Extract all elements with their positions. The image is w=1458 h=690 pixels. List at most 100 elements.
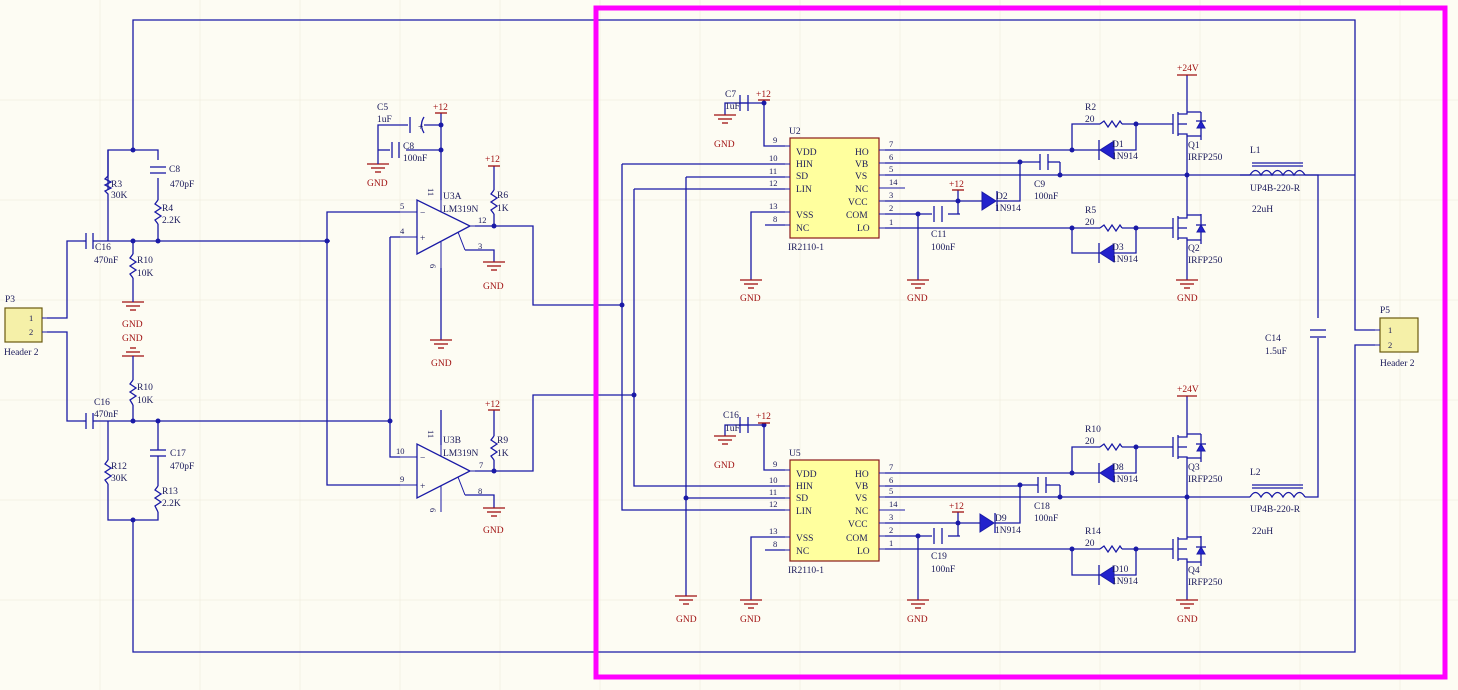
resistor-r5[interactable]: R5 20 xyxy=(1085,206,1123,233)
power-symbols: +12 +12 +12 +12 +12 +12 +12 +24V +24V xyxy=(433,64,1199,513)
u2-pin-vss: VSS xyxy=(796,211,813,221)
selection-highlight xyxy=(593,5,1448,680)
mosfet-q2[interactable]: Q2 IRFP250 xyxy=(1170,214,1223,266)
resistor-r3[interactable]: R3 30K xyxy=(103,150,128,201)
diode-d2[interactable]: D2 1N914 xyxy=(980,191,1021,214)
capacitor-c19[interactable]: C19 100nF xyxy=(931,528,955,575)
connector-p5[interactable]: P5 1 2 Header 2 xyxy=(1375,306,1419,369)
p12-label: +12 xyxy=(433,103,448,113)
c8-value: 100nF xyxy=(403,154,427,164)
d2-part: 1N914 xyxy=(995,204,1021,214)
d10-ref: D10 xyxy=(1112,565,1129,575)
capacitor-c11[interactable]: C11 100nF xyxy=(931,206,955,253)
capacitor-c16a[interactable]: C16 470nF xyxy=(83,233,118,266)
u2-left-pins: VDD HIN SD LIN VSS NC 9 10 11 12 13 8 xyxy=(769,135,817,234)
c14-ref: C14 xyxy=(1265,334,1281,344)
r10a-value: 10K xyxy=(137,269,154,279)
capacitor-c16b[interactable]: C16 470nF xyxy=(83,398,118,429)
comparator-u3a[interactable]: − + 5 4 12 3 11 6 U3A LM319N xyxy=(400,188,487,268)
resistor-r12[interactable]: R12 30K xyxy=(103,459,128,485)
connector-p3[interactable]: P3 1 2 Header 2 xyxy=(4,295,47,358)
u5-part: IR2110-1 xyxy=(788,566,824,576)
resistor-r9[interactable]: R9 1K xyxy=(489,435,509,461)
u2-pin-nc-left: NC xyxy=(796,224,809,234)
c17-ref: C17 xyxy=(170,449,186,459)
c8top-ref: C8 xyxy=(169,165,180,175)
resistor-r10b[interactable]: R10 10K xyxy=(128,379,154,406)
u2-pinnum-5: 5 xyxy=(889,164,893,174)
p5-pin2: 2 xyxy=(1388,340,1392,350)
diode-d1[interactable]: D1 1N914 xyxy=(1098,140,1138,162)
diode-d9[interactable]: D9 1N914 xyxy=(978,513,1021,536)
c16b-ref: C16 xyxy=(94,398,110,408)
resistor-r10c[interactable]: R10 20 xyxy=(1085,425,1123,452)
capacitor-c8-100nf[interactable]: C8 100nF xyxy=(391,142,427,164)
c17-value: 470pF xyxy=(170,462,194,472)
capacitor-c18[interactable]: C18 100nF xyxy=(1034,477,1058,524)
capacitor-c17[interactable]: C17 470pF xyxy=(150,444,194,472)
q1-ref: Q1 xyxy=(1188,141,1200,151)
q4-ref: Q4 xyxy=(1188,566,1200,576)
u3a-minus: − xyxy=(420,209,425,219)
capacitor-c16c[interactable]: C16 1uF xyxy=(723,411,749,434)
d9-part: 1N914 xyxy=(995,526,1021,536)
u5-pin-nc-left: NC xyxy=(796,547,809,557)
c5-ref: C5 xyxy=(377,103,388,113)
gnd-label: GND xyxy=(714,461,735,471)
resistor-r6[interactable]: R6 1K xyxy=(489,189,509,215)
u5-pinnum-11: 11 xyxy=(769,487,777,497)
u5-pin-vss: VSS xyxy=(796,534,813,544)
mosfet-q3[interactable]: Q3 IRFP250 xyxy=(1170,433,1223,485)
u3a-pin-11: 11 xyxy=(426,188,436,196)
diode-d3[interactable]: D3 1N914 xyxy=(1098,243,1138,265)
r13-ref: R13 xyxy=(162,487,178,497)
mosfet-q1[interactable]: Q1 IRFP250 xyxy=(1170,111,1223,163)
diode-d10[interactable]: D10 1N914 xyxy=(1098,565,1138,587)
r5-value: 20 xyxy=(1085,218,1095,228)
u5-pinnum-3: 3 xyxy=(889,512,893,522)
u5-pin-lin: LIN xyxy=(796,507,812,517)
u3a-pin-4: 4 xyxy=(400,226,405,236)
comparator-u3b[interactable]: − + 10 9 7 8 11 6 U3B LM319N xyxy=(396,430,483,512)
inductor-l1[interactable]: L1 UP4B-220-R 22uH xyxy=(1249,146,1306,215)
inductor-l2[interactable]: L2 UP4B-220-R 22uH xyxy=(1249,468,1306,537)
p3-name: Header 2 xyxy=(4,348,39,358)
diode-d8[interactable]: D8 1N914 xyxy=(1098,463,1138,485)
capacitor-c8-470pf[interactable]: C8 470pF xyxy=(150,165,194,190)
d1-ref: D1 xyxy=(1112,140,1124,150)
r10a-ref: R10 xyxy=(137,256,153,266)
q2-part: IRFP250 xyxy=(1188,256,1223,266)
u2-pin-hin: HIN xyxy=(796,160,813,170)
gnd-label: GND xyxy=(483,282,504,292)
u3a-part: LM319N xyxy=(443,205,479,215)
capacitor-c14[interactable]: C14 1.5uF xyxy=(1265,329,1326,357)
u5-pinnum-2: 2 xyxy=(889,525,893,535)
resistor-r2[interactable]: R2 20 xyxy=(1085,103,1123,129)
p12-label: +12 xyxy=(485,155,500,165)
u2-pin-vcc: VCC xyxy=(848,198,868,208)
resistor-r14[interactable]: R14 20 xyxy=(1085,527,1123,554)
c8top-value: 470pF xyxy=(170,180,194,190)
u2-pinnum-3: 3 xyxy=(889,190,893,200)
gnd-label: GND xyxy=(122,334,143,344)
u3a-pin-6: 6 xyxy=(428,264,438,268)
l1-ref: L1 xyxy=(1250,146,1261,156)
capacitor-c9[interactable]: C9 100nF xyxy=(1034,154,1058,202)
gnd-label: GND xyxy=(1177,615,1198,625)
r2-value: 20 xyxy=(1085,115,1095,125)
r4-value: 2.2K xyxy=(162,216,181,226)
u2-pinnum-8: 8 xyxy=(773,214,777,224)
capacitor-c7[interactable]: C7 1uF xyxy=(725,90,749,112)
p3-pin1: 1 xyxy=(29,313,33,323)
resistor-r13[interactable]: R13 2.2K xyxy=(153,485,181,513)
d8-part: 1N914 xyxy=(1112,475,1138,485)
driver-u2[interactable]: U2 IR2110-1 VDD HIN SD LIN VSS NC 9 10 1… xyxy=(769,127,905,253)
mosfet-q4[interactable]: Q4 IRFP250 xyxy=(1170,536,1223,588)
resistor-r10a[interactable]: R10 10K xyxy=(128,253,154,279)
resistor-r4[interactable]: R4 2.2K xyxy=(153,199,181,226)
c9-ref: C9 xyxy=(1034,180,1045,190)
driver-u5[interactable]: U5 IR2110-1 VDD HIN SD LIN VSS NC 9 10 1… xyxy=(769,449,905,576)
capacitor-c5[interactable]: + C5 1uF xyxy=(377,103,425,134)
r9-value: 1K xyxy=(497,449,509,459)
u5-pin-vcc: VCC xyxy=(848,520,868,530)
